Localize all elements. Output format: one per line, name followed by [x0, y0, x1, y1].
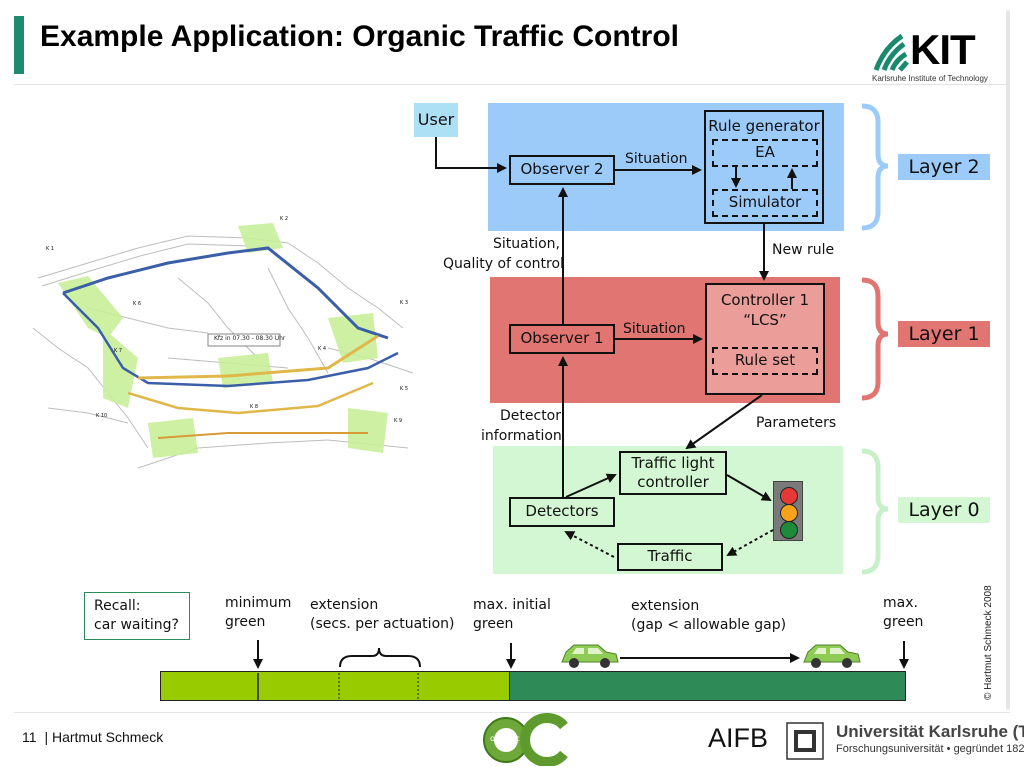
traffic-light	[773, 481, 803, 541]
layer2-label: Layer 2	[898, 154, 990, 180]
detectors-box: Detectors	[509, 497, 615, 527]
max-green-line1: max.	[883, 595, 918, 611]
extension-gap-label: extension (gap < allowable gap)	[631, 597, 786, 635]
timeline-green-light-segment	[160, 671, 510, 701]
minimum-green-line2: green	[225, 613, 266, 630]
light-to-traffic-arrow	[726, 529, 774, 556]
junction-label: K 10	[96, 413, 108, 419]
detectors-to-tlc-arrow	[565, 473, 617, 498]
recall-line1: Recall:	[94, 598, 141, 614]
layer1-situation-label: Situation	[623, 321, 686, 337]
aifb-logo-text: AIFB	[708, 723, 769, 753]
recall-line2: car waiting?	[94, 616, 179, 633]
university-seal-icon	[786, 722, 824, 760]
junction-label: K 6	[133, 301, 142, 307]
simulator-box: Simulator	[712, 189, 818, 217]
rule-set-box: Rule set	[712, 347, 818, 375]
timeline-green-dark-segment	[509, 671, 906, 701]
road-network-illustration	[32, 223, 414, 469]
green-light-icon	[780, 521, 798, 539]
map-annotation: Kfz in 07.30 - 08.30 Uhr	[214, 335, 286, 342]
extension-secs-line1: extension	[310, 597, 379, 613]
university-name: Universität Karlsruhe (TH)	[836, 722, 1024, 741]
max-initial-line1: max. initial	[473, 597, 551, 613]
header-divider	[14, 84, 1010, 85]
footer-divider	[14, 712, 1010, 713]
extension-gap-line2: (gap < allowable gap)	[631, 616, 787, 633]
layer0-brace	[861, 448, 889, 575]
extension-secs-line2: (secs. per actuation)	[310, 615, 455, 632]
junction-label: K 4	[318, 346, 327, 352]
oc-logo-mark	[483, 713, 568, 767]
extension-brace	[339, 647, 421, 668]
kit-logo: KIT Karlsruhe Institute of Technology	[872, 24, 997, 88]
footer-page-author: 11 | Hartmut Schmeck	[22, 729, 163, 745]
recall-box: Recall: car waiting?	[84, 592, 190, 640]
kit-logo-text: KIT	[910, 26, 976, 73]
copyright-text: © Hartmut Schmeck 2008	[983, 585, 994, 700]
controller1-lcs-label: “LCS”	[743, 310, 787, 329]
junction-label: K 7	[114, 348, 123, 354]
detector-info-line1: Detector	[500, 408, 562, 424]
observer2-box: Observer 2	[509, 155, 615, 185]
ea-box: EA	[712, 139, 818, 167]
slide-frame-edge	[1006, 10, 1010, 710]
max-initial-green-label: max. initial green	[473, 596, 551, 634]
layer1-label: Layer 1	[898, 321, 990, 347]
rule-generator-label: Rule generator	[708, 117, 820, 135]
parameters-arrow	[685, 394, 763, 450]
traffic-network-map: Kfz in 07.30 - 08.30 Uhr K 1 K 2 K 3 K 4…	[28, 208, 420, 476]
rule-generator-box: Rule generator	[704, 110, 824, 224]
page-number: 11	[22, 729, 37, 745]
max-initial-line2: green	[473, 615, 514, 632]
tlc-label-line1: Traffic light	[631, 454, 715, 473]
minimum-green-label: minimum green	[225, 594, 291, 632]
junction-label: K 8	[250, 404, 259, 410]
kit-logo-subtext: Karlsruhe Institute of Technology	[872, 74, 988, 83]
junction-label: K 2	[280, 216, 289, 222]
layer1-brace	[861, 277, 889, 401]
new-rule-label: New rule	[772, 242, 835, 258]
slide-title: Example Application: Organic Traffic Con…	[40, 20, 679, 53]
user-box: User	[414, 103, 458, 137]
junction-label: K 1	[46, 246, 55, 252]
oc-logo-text-organic: organic	[490, 734, 520, 743]
car-icon-left	[561, 644, 619, 668]
university-subtitle: Forschungsuniversität • gegründet 1825	[836, 743, 1024, 755]
layer2-brace	[861, 103, 889, 231]
situation-quality-line1: Situation,	[493, 236, 560, 252]
observer1-box: Observer 1	[509, 324, 615, 354]
user-to-observer2-arrow	[435, 137, 507, 173]
author: | Hartmut Schmeck	[44, 729, 164, 745]
junction-label: K 5	[400, 386, 409, 392]
layer0-label: Layer 0	[898, 497, 990, 523]
organic-computing-logo: organic computing	[478, 712, 578, 767]
junction-label: K 3	[400, 300, 409, 306]
extension-secs-label: extension (secs. per actuation)	[310, 596, 454, 634]
extension-gap-line1: extension	[631, 598, 700, 614]
controller1-label: Controller 1	[720, 291, 810, 309]
title-accent-bar	[14, 16, 24, 74]
tlc-label-line2: controller	[637, 473, 709, 491]
kit-logo-mark	[873, 33, 909, 72]
tlc-to-light-arrow	[726, 474, 772, 502]
oc-logo-text-computing: computing	[532, 742, 575, 751]
car-icon-right	[803, 644, 861, 668]
layer2-situation-label: Situation	[625, 151, 688, 167]
max-green-label: max. green	[883, 594, 923, 632]
traffic-light-controller-box: Traffic light controller	[619, 451, 727, 495]
junction-label: K 9	[394, 418, 403, 424]
situation-quality-line2: Quality of control	[443, 256, 564, 272]
traffic-box: Traffic	[617, 543, 723, 571]
controller1-box: Controller 1 “LCS”	[705, 283, 825, 395]
layer2-panel	[488, 103, 844, 231]
max-green-line2: green	[883, 613, 924, 630]
parameters-label: Parameters	[756, 415, 837, 431]
detector-info-line2: information	[481, 428, 562, 444]
minimum-green-line1: minimum	[225, 595, 292, 611]
